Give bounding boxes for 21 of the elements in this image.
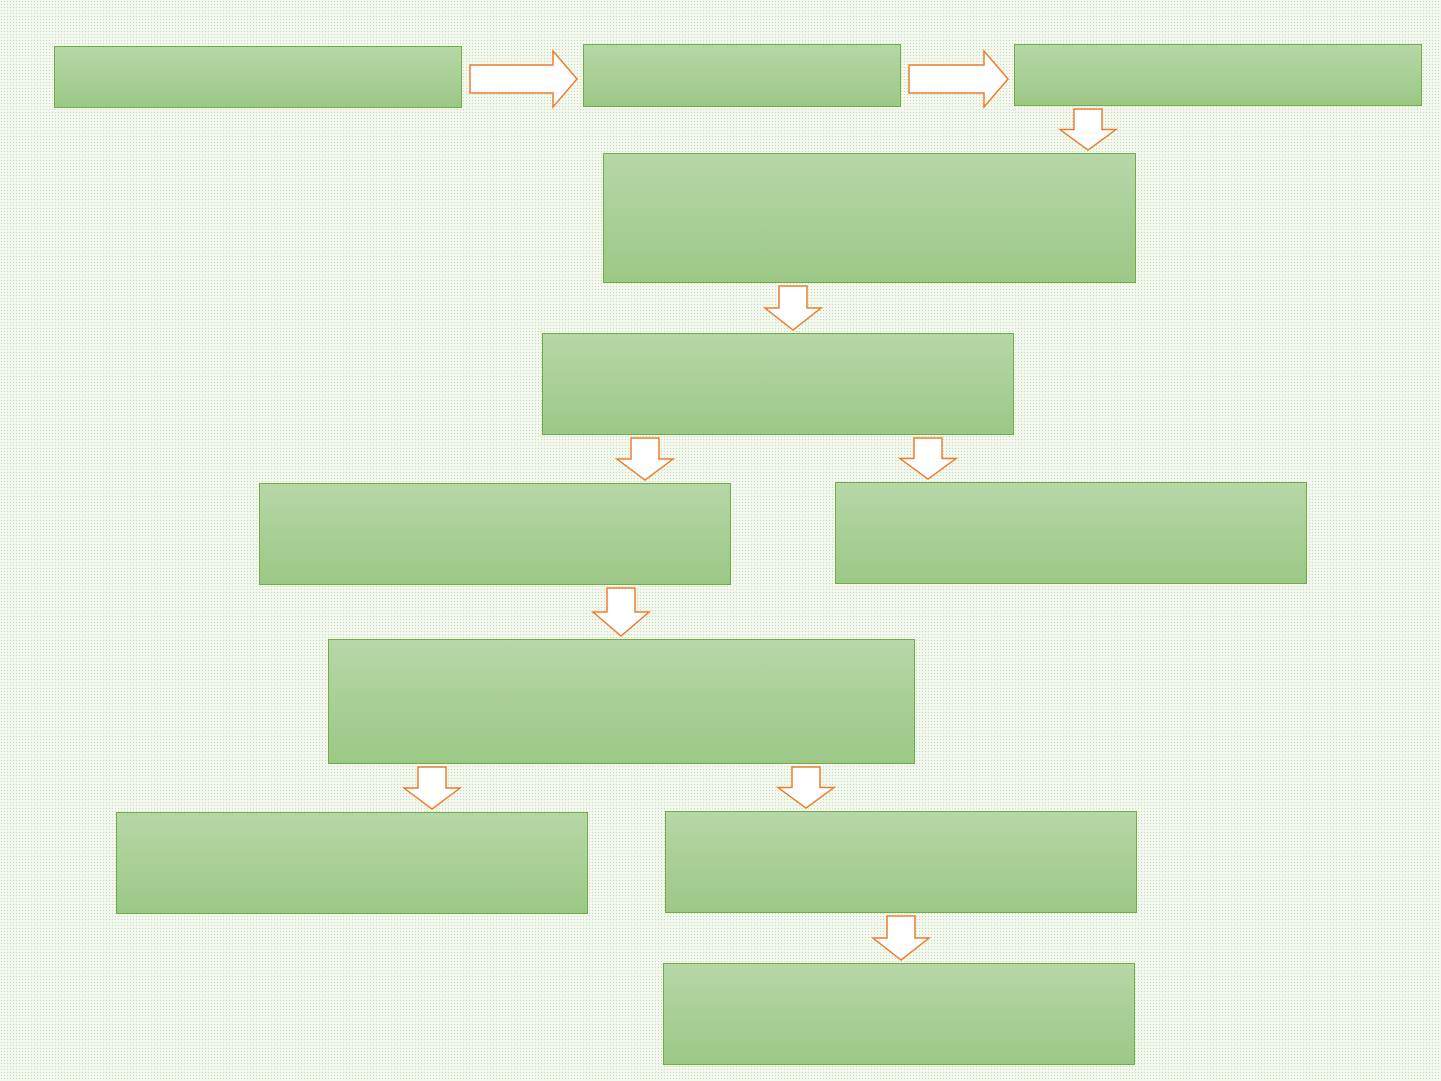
process-box <box>116 812 588 914</box>
block-arrow <box>590 587 652 637</box>
process-box <box>54 46 462 108</box>
block-arrow <box>614 437 676 481</box>
process-box <box>583 44 901 107</box>
block-arrow <box>1057 108 1119 151</box>
process-box <box>665 811 1137 913</box>
block-arrow <box>762 285 824 331</box>
process-box <box>663 963 1135 1065</box>
process-box <box>1014 44 1422 106</box>
block-arrow <box>897 437 959 480</box>
process-box <box>835 482 1307 584</box>
process-box <box>328 639 915 764</box>
process-box <box>542 333 1014 435</box>
block-arrow <box>870 915 932 961</box>
block-arrow <box>401 766 463 810</box>
block-arrow <box>775 766 837 809</box>
process-box <box>259 483 731 585</box>
block-arrow <box>469 48 578 110</box>
process-box <box>603 153 1136 283</box>
block-arrow <box>908 48 1009 110</box>
